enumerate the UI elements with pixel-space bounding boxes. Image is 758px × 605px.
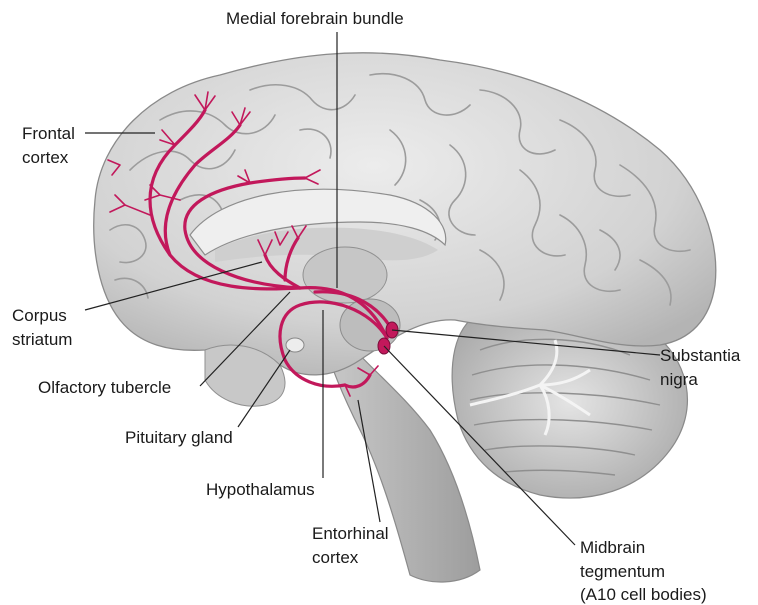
label-frontal-cortex-line2: cortex [22,147,68,168]
label-hypothalamus: Hypothalamus [206,479,315,500]
label-substantia-nigra-line2: nigra [660,369,698,390]
label-midbrain-tegmentum-line2: tegmentum [580,561,665,582]
label-pituitary-gland: Pituitary gland [125,427,233,448]
label-medial-forebrain-bundle: Medial forebrain bundle [226,8,404,29]
label-midbrain-tegmentum-line1: Midbrain [580,537,645,558]
label-olfactory-tubercle: Olfactory tubercle [38,377,171,398]
label-corpus-striatum-line2: striatum [12,329,72,350]
label-entorhinal-cortex-line2: cortex [312,547,358,568]
label-entorhinal-cortex-line1: Entorhinal [312,523,389,544]
label-frontal-cortex-line1: Frontal [22,123,75,144]
label-midbrain-tegmentum-line3: (A10 cell bodies) [580,584,707,605]
label-substantia-nigra-line1: Substantia [660,345,740,366]
label-corpus-striatum-line1: Corpus [12,305,67,326]
pituitary-shape [286,338,304,352]
